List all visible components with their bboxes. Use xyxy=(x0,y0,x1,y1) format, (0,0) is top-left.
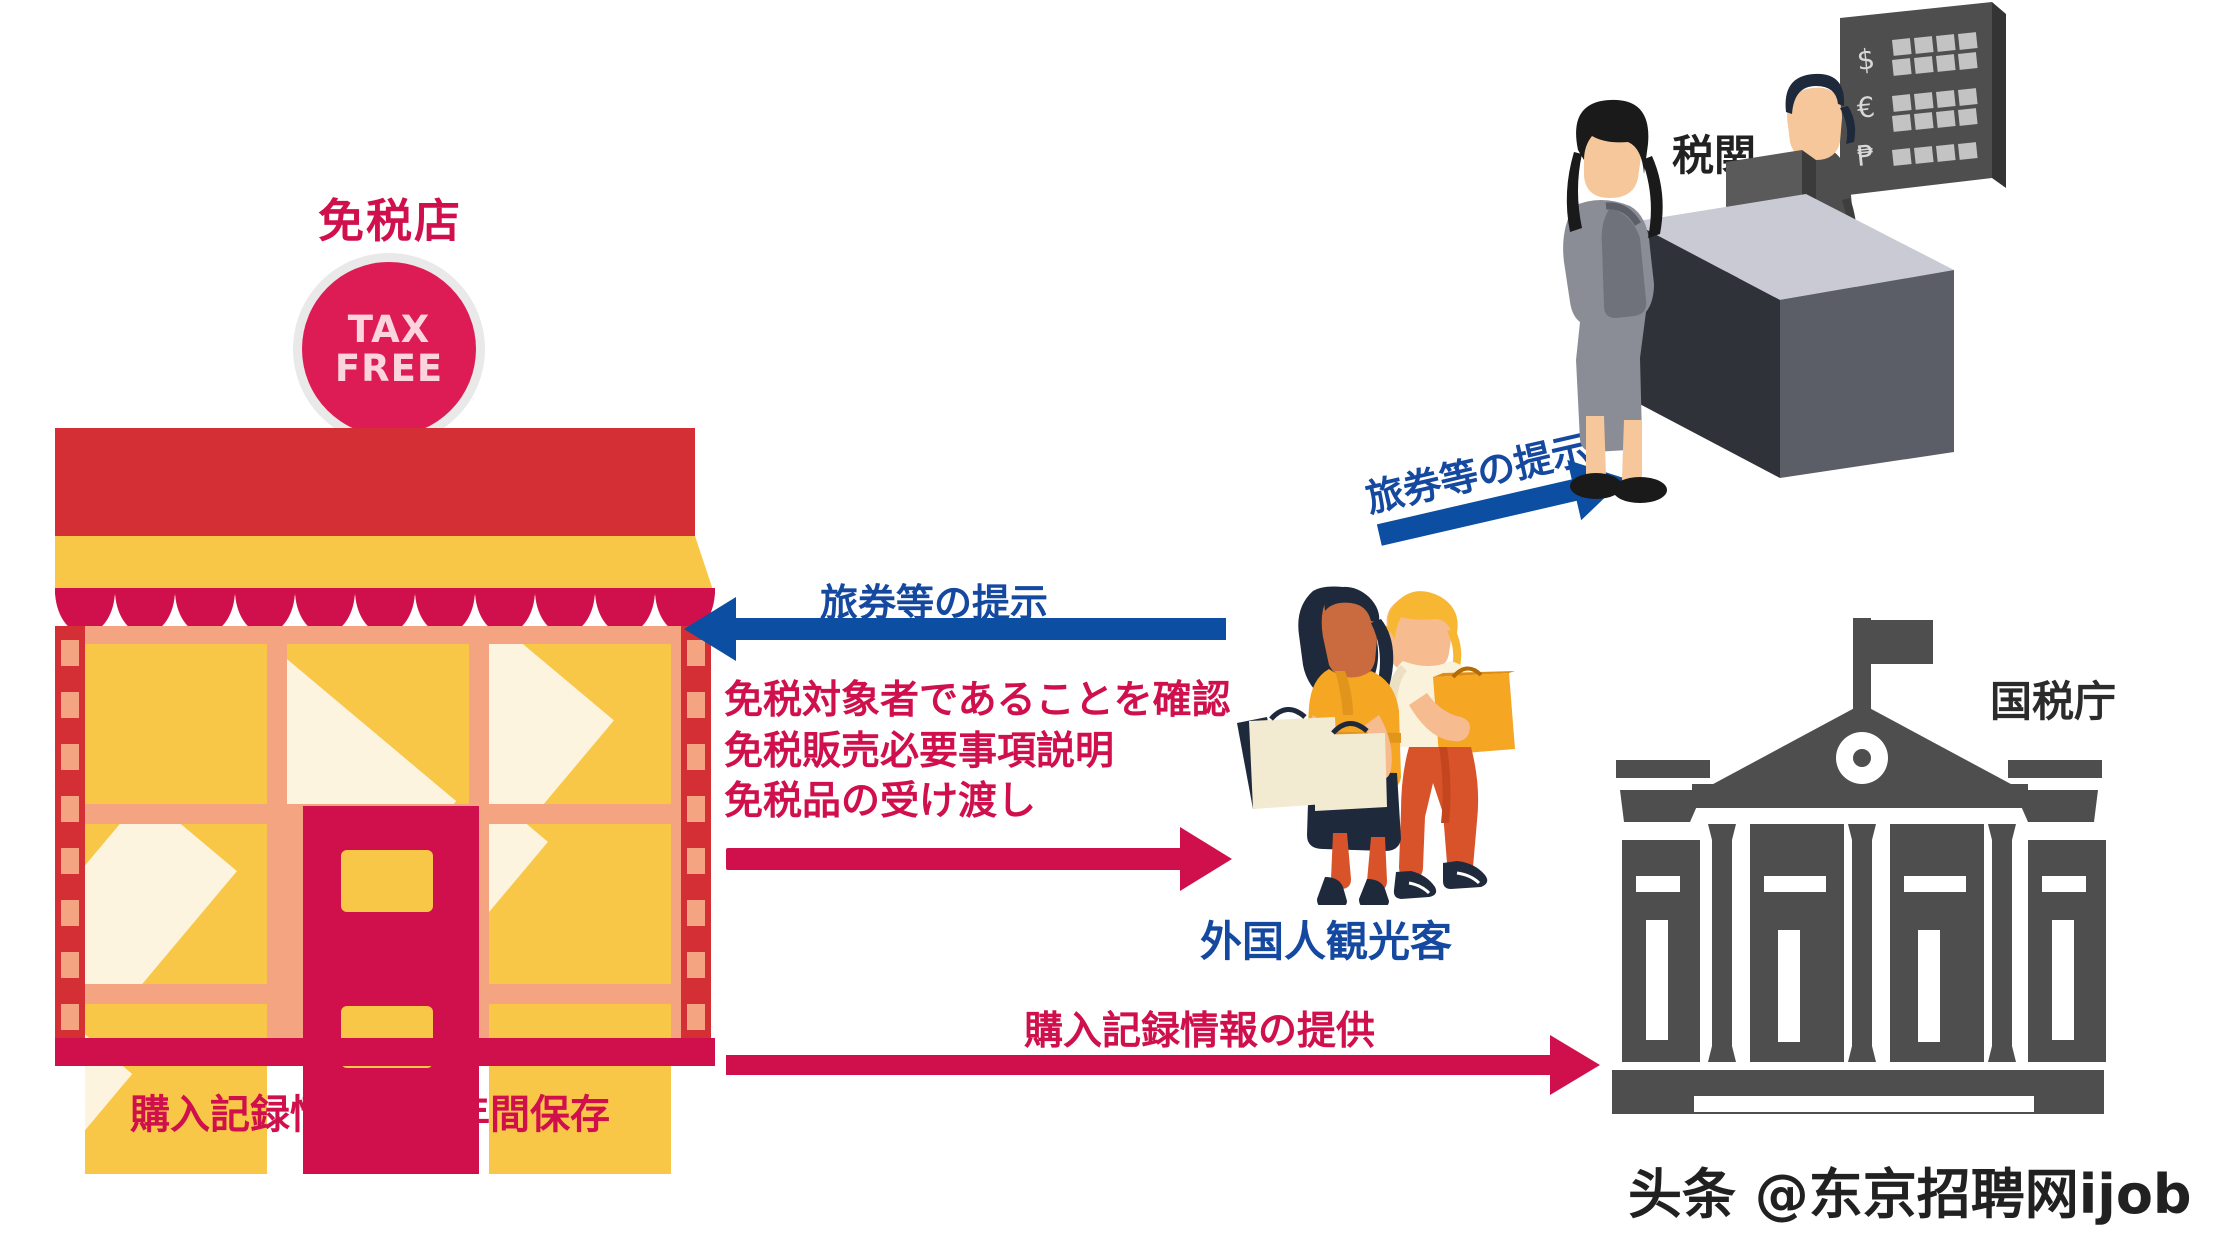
flow-label-records-to-agency: 購入記録情報の提供 xyxy=(1024,1009,1376,1054)
watermark: 头条 @东京招聘网ijob xyxy=(1628,1163,2192,1226)
shop-window-pane xyxy=(489,644,671,804)
tax-agency-building-icon xyxy=(1608,618,2108,1118)
shop-awning xyxy=(55,536,715,596)
flow-label-shop-to-tourist-line1: 免税対象者であることを確認 xyxy=(724,678,1231,723)
arrow-passport-to-shop-head-icon xyxy=(684,597,736,661)
arrow-shop-to-tourist-line xyxy=(726,848,1186,870)
shop-record-retention-caption: 購入記録情報を７年間保存 xyxy=(130,1092,610,1138)
svg-text:$: $ xyxy=(1855,42,1876,77)
arrow-records-to-agency-head-icon xyxy=(1550,1035,1600,1095)
shop-base xyxy=(55,1038,715,1066)
svg-text:€: € xyxy=(1855,90,1876,125)
arrow-shop-to-tourist-head-icon xyxy=(1180,827,1232,891)
shop-brick-column-right xyxy=(681,626,711,1038)
flow-label-shop-to-tourist-line3: 免税品の受け渡し xyxy=(724,779,1037,825)
flow-label-shop-to-tourist-line2: 免税販売必要事項説明 xyxy=(724,728,1115,774)
shop-window-pane xyxy=(85,824,267,984)
shop-door[interactable] xyxy=(303,806,479,1174)
tax-free-badge-line2: FREE xyxy=(334,347,444,390)
shop-window-pane xyxy=(85,1004,267,1174)
shop-facade xyxy=(63,626,703,1174)
tourists-label: 外国人観光客 xyxy=(1200,917,1453,966)
flow-label-shop-to-tourist: 免税対象者であることを確認 免税販売必要事項説明 免税品の受け渡し xyxy=(724,676,1231,828)
shop-window-pane xyxy=(489,824,671,984)
arrow-passport-to-shop-line xyxy=(726,618,1226,640)
shop-window-pane xyxy=(287,644,469,804)
tax-free-shop-illustration xyxy=(55,428,715,1174)
foreign-tourists-illustration xyxy=(1195,565,1515,907)
tax-free-badge-line1: TAX xyxy=(347,307,431,351)
arrow-records-to-agency-line xyxy=(726,1055,1556,1075)
customs-counter-illustration: $ € ₱ xyxy=(1540,0,2040,560)
tax-free-badge-icon: TAX FREE xyxy=(302,262,476,436)
flow-label-passport-to-shop: 旅券等の提示 xyxy=(820,581,1049,625)
shop-roof xyxy=(55,428,695,536)
tax-agency-label: 国税庁 xyxy=(1990,677,2117,726)
shop-window-pane xyxy=(489,1004,671,1174)
tax-free-shop-label: 免税店 xyxy=(318,194,462,248)
shop-window-pane xyxy=(85,644,267,804)
svg-text:₱: ₱ xyxy=(1855,138,1876,173)
shop-brick-column-left xyxy=(55,626,85,1038)
